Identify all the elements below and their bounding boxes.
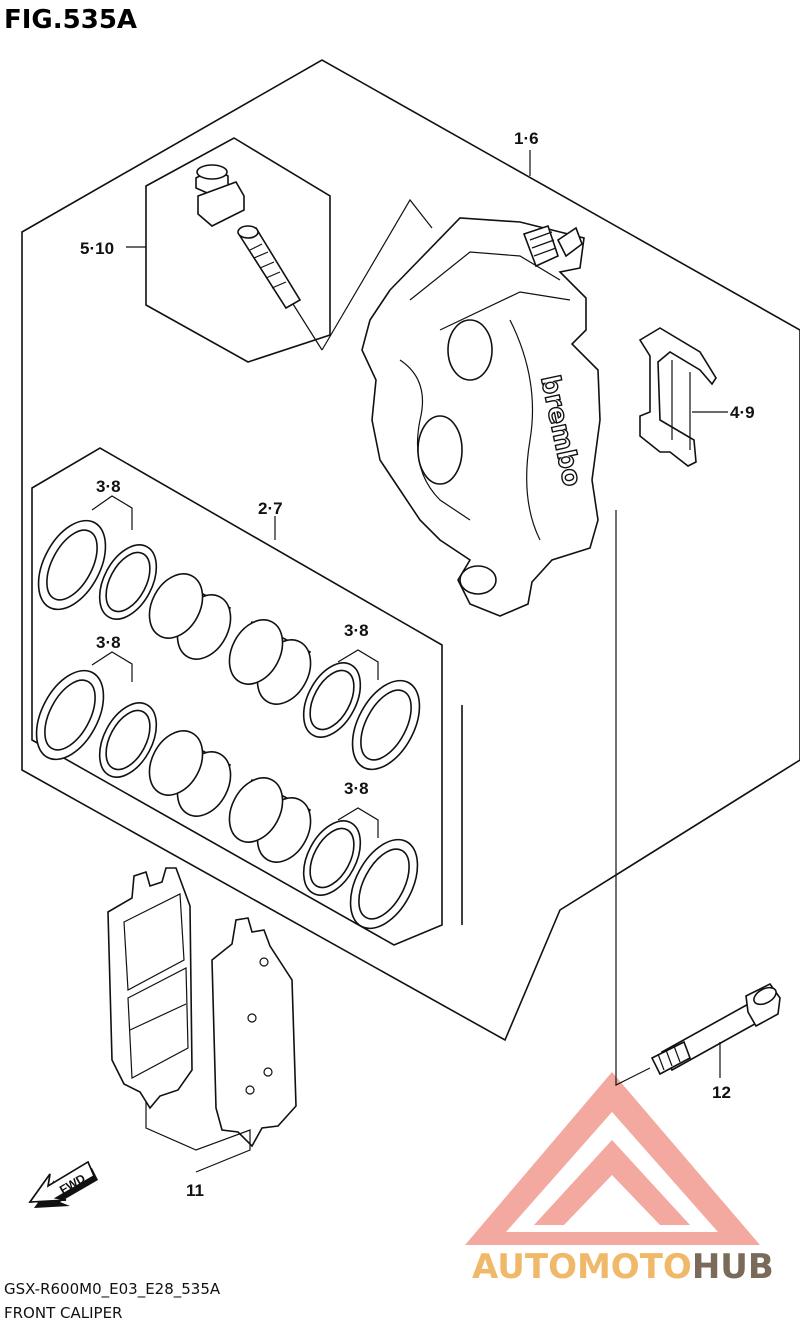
brake-pad bbox=[211, 917, 297, 1148]
watermark-text: AUTOMOTOHUB bbox=[472, 1247, 774, 1287]
figure-title: FIG.535A bbox=[4, 5, 137, 35]
seal-ring bbox=[302, 820, 362, 896]
seal-ring bbox=[98, 702, 158, 778]
seal-ring bbox=[302, 662, 362, 738]
seal-ring bbox=[37, 519, 107, 611]
footer-description: FRONT CALIPER bbox=[4, 1304, 122, 1322]
callout-3-8: 3·8 bbox=[344, 779, 369, 798]
callout-11: 11 bbox=[186, 1181, 204, 1200]
seal-right-upper-leader bbox=[337, 649, 379, 680]
piston-frame bbox=[31, 447, 443, 946]
watermark-text-b: HUB bbox=[692, 1247, 774, 1287]
seal-ring bbox=[351, 679, 421, 771]
piston bbox=[228, 777, 312, 863]
callout-1-6: 1·6 bbox=[514, 129, 539, 148]
caliper-bolt bbox=[650, 982, 781, 1076]
svg-text:AUTOMOTOHUB: AUTOMOTOHUB bbox=[472, 1247, 774, 1287]
piston bbox=[148, 730, 232, 817]
seal-ring bbox=[35, 669, 105, 761]
watermark-logo bbox=[465, 1072, 760, 1245]
callout-5-10: 5·10 bbox=[80, 239, 114, 258]
piston bbox=[228, 619, 312, 705]
bleeder-pointer bbox=[321, 198, 433, 351]
seal-ring bbox=[349, 838, 419, 930]
callout-3-8: 3·8 bbox=[96, 633, 121, 652]
callout-3-8: 3·8 bbox=[344, 621, 369, 640]
seal-left-upper-leader bbox=[91, 495, 133, 530]
callout-2-7: 2·7 bbox=[258, 499, 283, 518]
seal-ring bbox=[98, 544, 158, 620]
pad-spring bbox=[638, 327, 717, 467]
brake-pad bbox=[107, 867, 193, 1110]
callout-3-8: 3·8 bbox=[96, 477, 121, 496]
callout-12: 12 bbox=[712, 1083, 731, 1102]
assembly-frame bbox=[21, 59, 800, 1042]
callout-4-9: 4·9 bbox=[730, 403, 755, 422]
bolt-axis bbox=[615, 510, 651, 1086]
caliper-body: brembo bbox=[361, 217, 601, 617]
seal-left-lower-leader bbox=[91, 651, 133, 682]
bleeder-cap bbox=[195, 164, 245, 227]
fwd-arrow-icon: FWD bbox=[28, 1160, 98, 1208]
bleeder-screw bbox=[237, 225, 323, 351]
footer-code: GSX-R600M0_E03_E28_535A bbox=[4, 1280, 221, 1299]
bleeder-kit-frame bbox=[145, 137, 331, 363]
pads-bracket bbox=[145, 1102, 251, 1173]
seal-right-lower-leader bbox=[337, 807, 379, 838]
piston bbox=[148, 573, 232, 660]
watermark-text-a: AUTOMOTO bbox=[472, 1247, 692, 1287]
